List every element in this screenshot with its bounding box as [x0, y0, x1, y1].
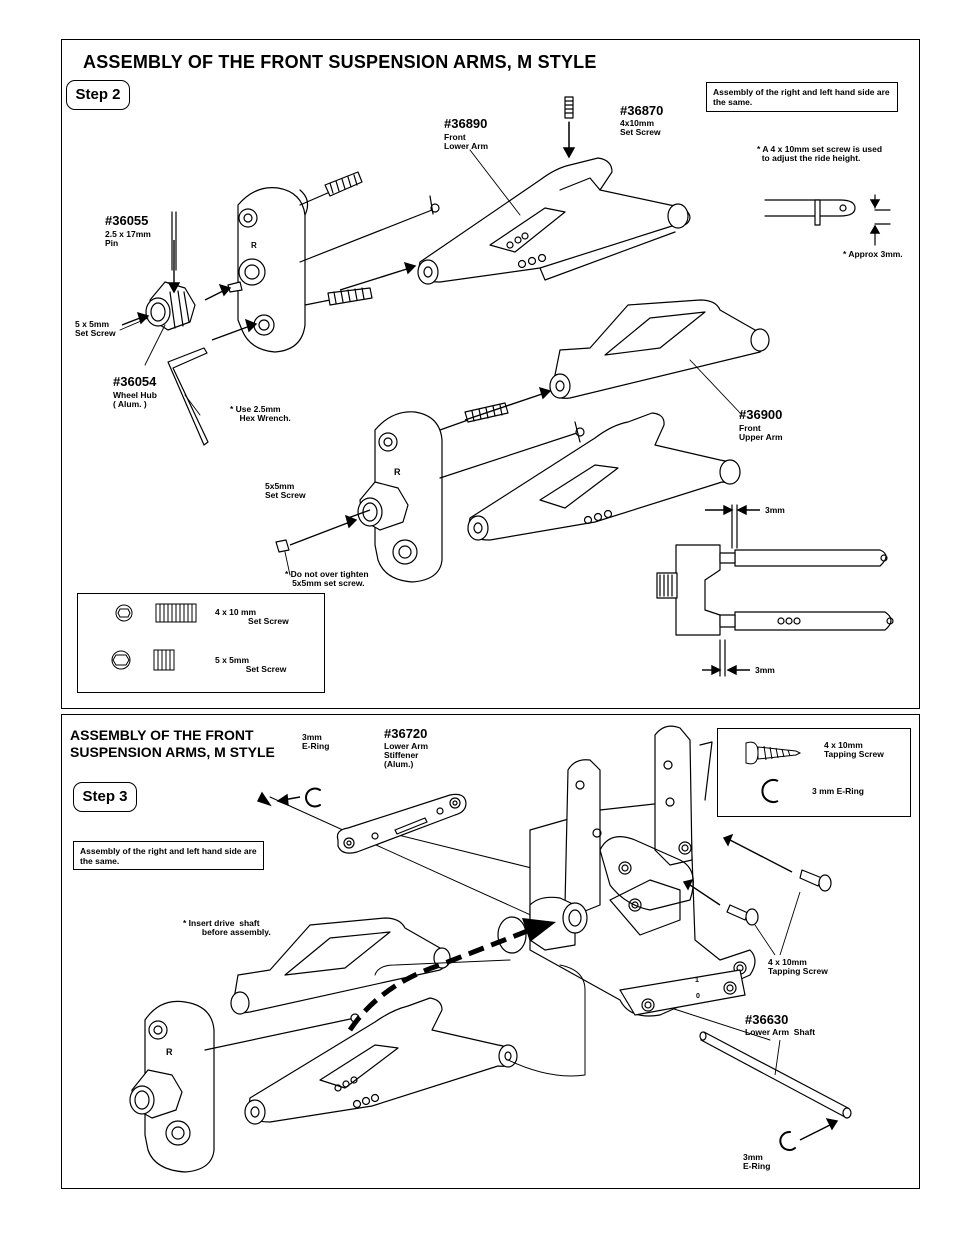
- part-36055-desc: 2.5 x 17mm Pin: [105, 229, 151, 248]
- e-ring-bottom-label: 3mm E-Ring: [743, 1152, 771, 1171]
- bulkhead-mark-1: 1: [695, 977, 699, 984]
- legend-icons: [111, 603, 197, 671]
- part-36630-number: #36630: [745, 1012, 789, 1027]
- set-screw-4x10-end-icon: [115, 604, 133, 622]
- step3-badge: Step 3: [73, 782, 137, 812]
- step2-same-side-note: Assembly of the right and left hand side…: [706, 82, 898, 112]
- part-36054-desc: Wheel Hub ( Alum. ): [113, 390, 157, 409]
- step3-title: ASSEMBLY OF THE FRONT SUSPENSION ARMS, M…: [70, 727, 275, 760]
- part-36900-desc: Front Upper Arm: [739, 423, 783, 442]
- hub-mark-mid: R: [394, 467, 401, 477]
- e-ring-icon: [761, 779, 779, 803]
- bulkhead-mark-0: 0: [696, 993, 700, 1000]
- part-36870-number: #36870: [620, 103, 664, 118]
- ride-height-note: * A 4 x 10mm set screw is used to adjust…: [757, 144, 883, 163]
- hub-mark-top: R: [251, 241, 257, 250]
- step2-badge: Step 2: [66, 80, 130, 110]
- step2-title: ASSEMBLY OF THE FRONT SUSPENSION ARMS, M…: [83, 52, 597, 72]
- dimension-3mm-bottom: 3mm: [755, 665, 775, 675]
- part-36055-number: #36055: [105, 213, 149, 228]
- insert-drive-shaft-note: * Insert drive shaft before assembly.: [183, 918, 271, 937]
- part-36054-number: #36054: [113, 374, 157, 389]
- legend-icons-step3: [745, 741, 802, 803]
- tapping-screw-label: 4 x 10mm Tapping Screw: [768, 957, 828, 976]
- part-36720-desc: Lower Arm Stiffener (Alum.): [384, 741, 429, 769]
- dimension-3mm-top: 3mm: [765, 505, 785, 515]
- set-screw-5x5-mid-label: 5x5mm Set Screw: [265, 481, 306, 500]
- set-screw-5x5-end-icon: [111, 650, 131, 670]
- part-36720-number: #36720: [384, 726, 428, 741]
- legend-e-ring-label: 3 mm E-Ring: [812, 786, 864, 796]
- overtighten-note: * Do not over tighten 5x5mm set screw.: [285, 569, 369, 588]
- approx-3mm-label: * Approx 3mm.: [843, 249, 903, 259]
- set-screw-5x5-side-icon: [153, 649, 175, 671]
- e-ring-top-label: 3mm E-Ring: [302, 732, 330, 751]
- hex-wrench-note: * Use 2.5mm Hex Wrench.: [230, 404, 291, 423]
- step3-hardware-legend: 4 x 10mm Tapping Screw 3 mm E-Ring: [717, 728, 911, 817]
- legend-5x5-label: 5 x 5mm Set Screw: [215, 655, 287, 674]
- step3-panel: [61, 714, 920, 1189]
- part-36900-number: #36900: [739, 407, 783, 422]
- hub-mark-step3: R: [166, 1047, 173, 1057]
- part-36630-desc: Lower Arm Shaft: [745, 1027, 816, 1037]
- set-screw-5x5-label: 5 x 5mm Set Screw: [75, 319, 116, 338]
- step3-same-side-note: Assembly of the right and left hand side…: [73, 841, 264, 870]
- tapping-screw-body-icon: [757, 746, 802, 760]
- legend-4x10-label: 4 x 10 mm Set Screw: [215, 607, 289, 626]
- legend-tapping-screw-label: 4 x 10mm Tapping Screw: [824, 740, 884, 759]
- step2-panel: [61, 39, 920, 709]
- step2-hardware-legend: 4 x 10 mm Set Screw 5 x 5mm Set Screw: [77, 593, 325, 693]
- part-36890-desc: Front Lower Arm: [444, 132, 489, 151]
- part-36870-desc: 4x10mm Set Screw: [620, 118, 661, 137]
- tapping-screw-head-icon: [745, 741, 759, 765]
- part-36890-number: #36890: [444, 116, 488, 131]
